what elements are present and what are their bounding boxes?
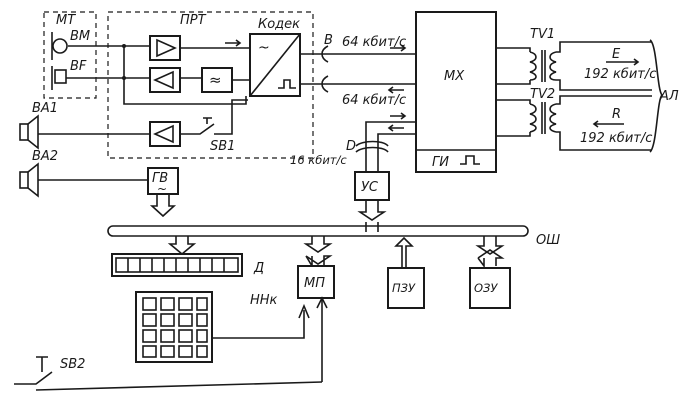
codec-label: Кодек xyxy=(258,17,300,32)
line-interface: TV1 TV2 E 192 кбит/с R 192 кбит/с АЛ xyxy=(496,27,679,153)
sb2-switch: SB2 xyxy=(14,356,323,391)
gi-label: ГИ xyxy=(432,155,449,170)
bus-arrow-icon xyxy=(394,236,414,256)
rate-d-label: 16 кбит/с xyxy=(290,153,347,167)
osh-label: ОШ xyxy=(536,233,560,248)
speaker-icon xyxy=(27,162,39,198)
bus-arrow-icon xyxy=(357,200,387,221)
filter-block xyxy=(201,67,233,93)
hhk-label: HHк xyxy=(250,293,278,308)
mp-label: МП xyxy=(304,276,325,291)
tv2-label: TV2 xyxy=(530,87,555,102)
mx-label: МХ xyxy=(444,69,465,84)
d-display-label: Д xyxy=(253,261,264,276)
b-label: В xyxy=(324,33,333,48)
gv-block: ГВ ~ xyxy=(147,167,179,218)
pulse-icon xyxy=(460,155,480,165)
ba1-label: BA1 xyxy=(32,101,58,116)
rate-e-label: 192 кбит/с xyxy=(584,67,656,82)
arrow-icon xyxy=(387,124,404,132)
rate-r-label: 192 кбит/с xyxy=(580,131,652,146)
speaker-icon xyxy=(27,114,39,150)
pulse-icon xyxy=(278,79,296,89)
filter-icon: ≈ xyxy=(209,71,222,89)
sb2-label: SB2 xyxy=(60,357,85,372)
tv1-label: TV1 xyxy=(530,27,555,42)
amplifier-icon xyxy=(153,124,174,144)
earphone-icon xyxy=(54,69,67,84)
arrow-icon xyxy=(390,112,407,120)
arrow-icon xyxy=(592,120,624,128)
prt-block: ПРТ ≈ ~ Кодек SB1 xyxy=(107,11,314,159)
bus-arrow-icon xyxy=(303,236,333,253)
bus-arrow-icon xyxy=(167,236,197,256)
mp-block: МП xyxy=(297,236,335,382)
arrow-icon xyxy=(225,39,242,47)
keypad-keys-icon xyxy=(142,297,208,358)
pzu-label: ПЗУ xyxy=(392,281,416,295)
rate-top-label: 64 кбит/с xyxy=(342,35,406,50)
microtelephone-block: МТ BM BF xyxy=(43,11,97,99)
microphone-icon xyxy=(52,38,68,54)
d-label: D xyxy=(346,139,356,154)
transformer-icon xyxy=(529,103,537,133)
mt-label: МТ xyxy=(56,13,76,28)
bus-arrow-icon xyxy=(475,236,505,255)
keypad-block: HHк xyxy=(135,291,310,363)
arrow-icon xyxy=(387,86,404,94)
channel-lines: В 64 кбит/с 64 кбит/с D 16 кбит/с xyxy=(290,33,416,172)
display-block: Д xyxy=(111,236,264,277)
ozu-block: ОЗУ xyxy=(469,236,511,309)
ba2-label: BA2 xyxy=(32,149,58,164)
bm-label: BM xyxy=(70,29,90,44)
speaker-ba1: BA1 xyxy=(19,101,150,150)
us-label: УС xyxy=(361,180,379,195)
sine-icon: ~ xyxy=(258,40,270,56)
bf-label: BF xyxy=(70,59,87,74)
gv-label: ГВ xyxy=(152,171,168,186)
arrow-icon xyxy=(316,296,328,309)
amplifier-icon xyxy=(156,38,177,58)
al-label: АЛ xyxy=(659,89,679,104)
sine-icon: ~ xyxy=(157,182,167,196)
arrow-icon xyxy=(390,44,407,52)
amplifier-icon xyxy=(153,70,174,90)
transformer-icon xyxy=(529,51,537,81)
prt-label: ПРТ xyxy=(180,13,207,28)
ozu-label: ОЗУ xyxy=(474,281,498,295)
system-bus: ОШ xyxy=(107,225,560,248)
pzu-block: ПЗУ xyxy=(387,236,425,309)
rate-bottom-label: 64 кбит/с xyxy=(342,93,406,108)
arrow-icon xyxy=(606,58,640,66)
display-cells-icon xyxy=(115,257,239,273)
us-block: УС xyxy=(354,171,390,232)
arrow-icon xyxy=(298,303,310,319)
earphone-amplifier xyxy=(149,67,181,93)
mx-block: МХ ГИ xyxy=(415,11,497,173)
prt-wiring xyxy=(66,39,250,105)
sb1-label: SB1 xyxy=(210,139,235,154)
e-label: E xyxy=(612,47,621,62)
r-label: R xyxy=(612,107,621,122)
bus-arrow-icon xyxy=(149,194,177,218)
speaker-ba2: BA2 xyxy=(19,149,148,198)
